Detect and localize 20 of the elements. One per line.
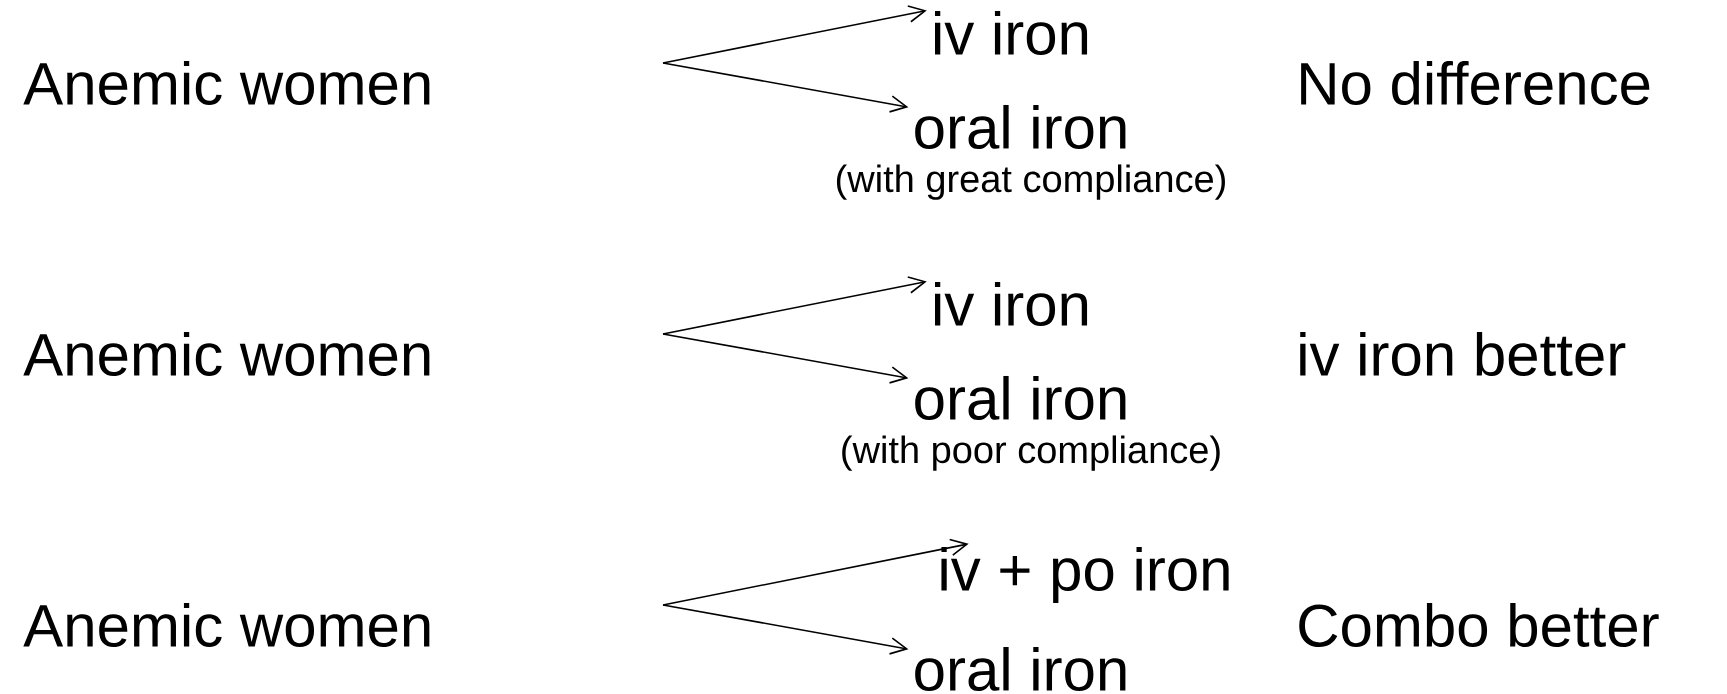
note: (with poor compliance) [842, 435, 1220, 471]
text-label: iv iron [935, 10, 1088, 55]
text-label: oral iron [915, 646, 1126, 692]
arrow [662, 5, 927, 64]
note: (with great compliance) [836, 164, 1225, 200]
arrow [662, 604, 909, 655]
text-label: iv iron [935, 281, 1088, 326]
arrow [662, 62, 909, 113]
outcome-label: iv iron better [1300, 331, 1626, 376]
text-label: oral iron [915, 104, 1126, 149]
text-label: Anemic women [23, 602, 430, 647]
outcome-label: Combo better [1299, 602, 1659, 647]
text-label: iv + po iron [941, 547, 1229, 603]
arrow [662, 333, 909, 384]
arrow [662, 538, 969, 606]
outcome-label: No difference [1301, 60, 1650, 105]
text-label: Anemic women [23, 60, 430, 105]
text-label: Anemic women [23, 331, 430, 376]
arrow [662, 276, 927, 335]
text-label: oral iron [915, 375, 1126, 420]
